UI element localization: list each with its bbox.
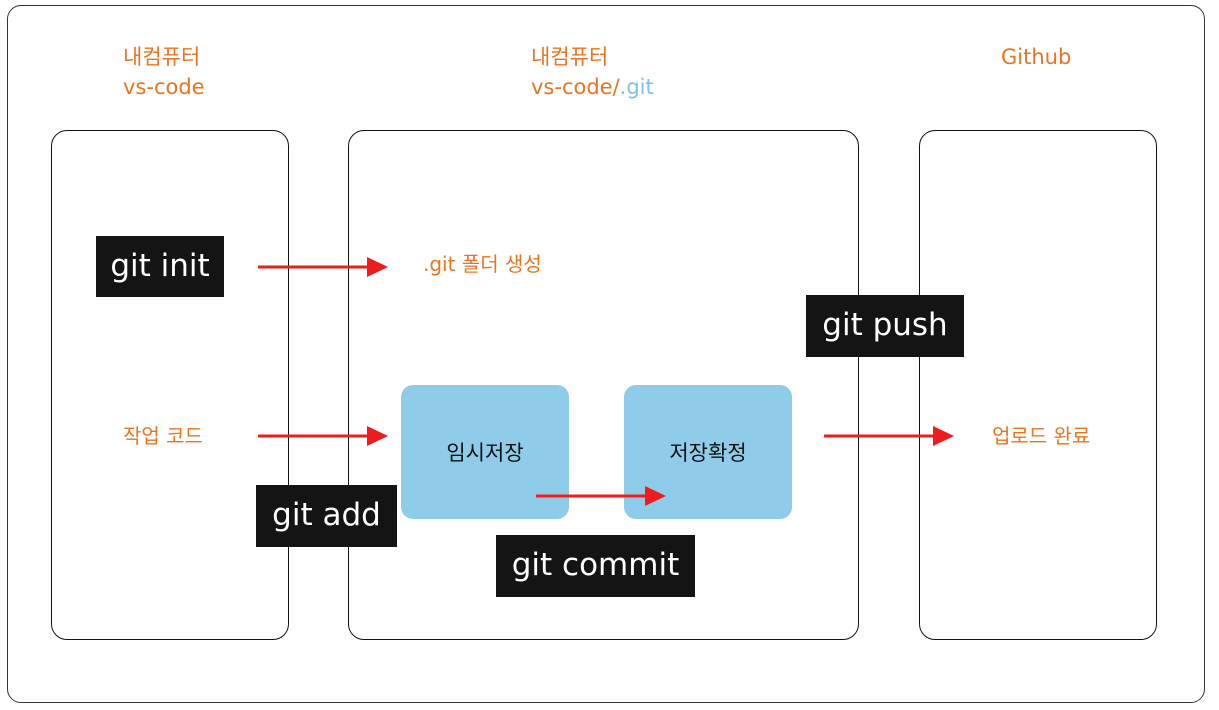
committed-label: 저장확정: [669, 441, 747, 465]
git-add-command: git add: [256, 485, 397, 547]
committed-box: 저장확정: [624, 385, 792, 519]
staging-label: 임시저장: [446, 441, 524, 465]
repo-heading-line2: vs-code/.git: [531, 72, 654, 102]
github-heading-line1: Github: [1001, 45, 1072, 69]
upload-done-label: 업로드 완료: [992, 424, 1091, 448]
github-panel: [919, 130, 1157, 640]
github-heading: Github: [1001, 42, 1071, 72]
repo-heading-path: vs-code/: [531, 75, 620, 99]
local-heading: 내컴퓨터 vs-code: [123, 42, 205, 102]
git-folder-label: .git 폴더 생성: [423, 252, 542, 276]
repo-heading-line1: 내컴퓨터: [531, 45, 609, 69]
local-heading-line2: vs-code: [123, 75, 205, 99]
work-code-label: 작업 코드: [123, 424, 203, 448]
repo-heading: 내컴퓨터 vs-code/.git: [531, 42, 654, 102]
local-heading-line1: 내컴퓨터: [123, 45, 201, 69]
git-commit-command: git commit: [496, 535, 695, 597]
staging-box: 임시저장: [401, 385, 569, 519]
git-push-command: git push: [806, 295, 964, 357]
local-computer-panel: [51, 130, 289, 640]
repo-heading-git-accent: .git: [619, 75, 654, 99]
git-init-command: git init: [96, 236, 224, 297]
